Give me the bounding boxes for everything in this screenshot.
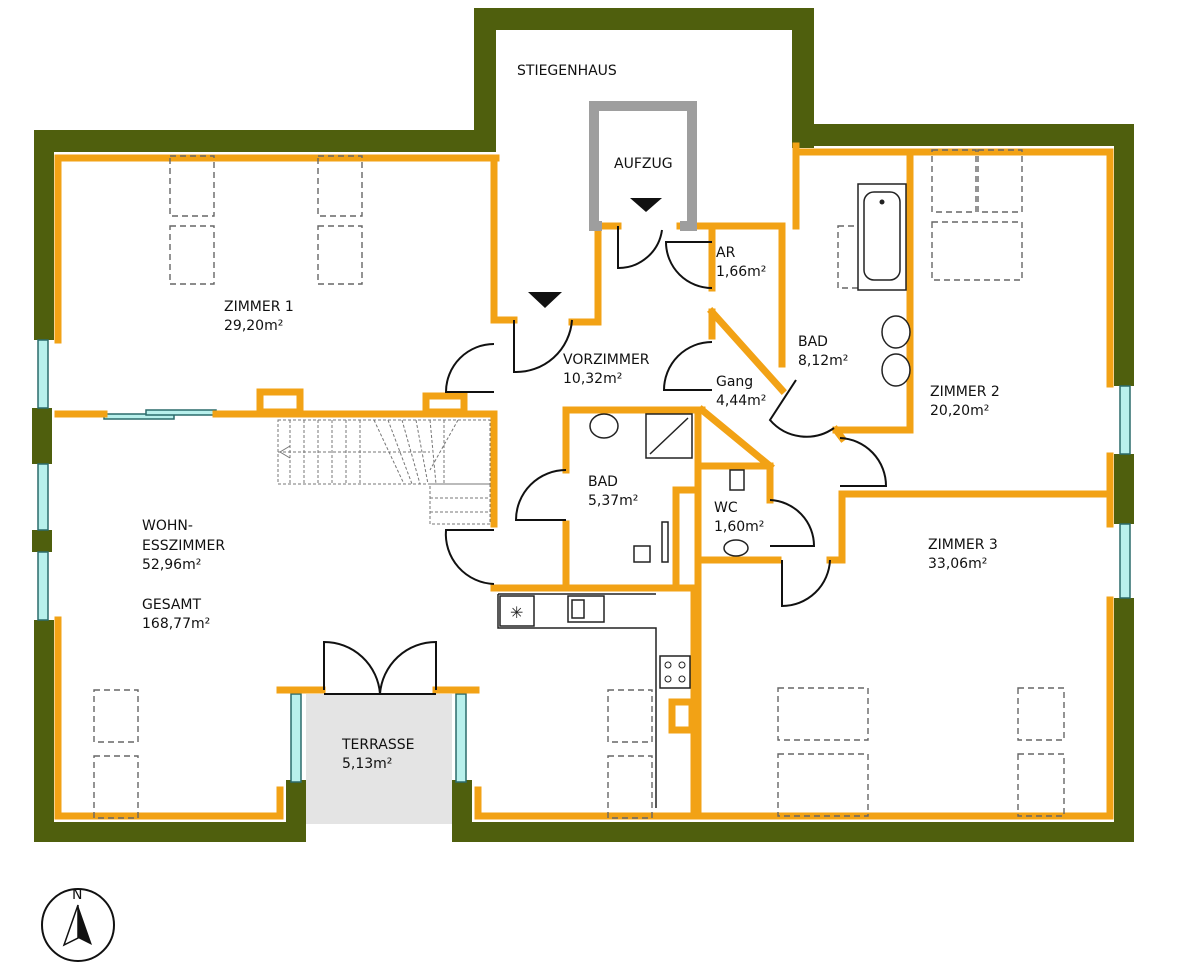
terrace-floor (306, 694, 452, 824)
label-stiegenhaus: STIEGENHAUS (517, 63, 617, 79)
outer-walls (32, 8, 1134, 842)
label-bad-small-area: 5,37m² (588, 493, 638, 509)
label-gang-name: Gang (716, 374, 753, 390)
washbasin-wc (723, 539, 749, 557)
window-left-1 (37, 339, 49, 409)
svg-text:✳: ✳ (510, 603, 523, 622)
label-bad-small-name: BAD (588, 474, 618, 490)
furniture (93, 149, 1065, 819)
label-aufzug: AUFZUG (614, 156, 673, 172)
label-wc-name: WC (714, 500, 738, 516)
staircase (277, 419, 491, 525)
compass-north-label: N (72, 887, 82, 903)
elevator-shaft (589, 101, 697, 231)
fixtures: ✳ (497, 183, 911, 808)
room-labels: STIEGENHAUS AUFZUG AR 1,66m² ZIMMER 1 29… (142, 63, 1000, 772)
label-zimmer2-name: ZIMMER 2 (930, 384, 1000, 400)
stove (659, 655, 691, 689)
fridge (499, 595, 535, 627)
north-arrow-icon: N (41, 887, 115, 962)
label-zimmer1-area: 29,20m² (224, 318, 283, 334)
window-sliding-2 (145, 409, 217, 416)
doors (323, 226, 888, 695)
label-gesamt-name: GESAMT (142, 597, 201, 613)
window-left-2 (37, 463, 49, 531)
label-zimmer1-name: ZIMMER 1 (224, 299, 294, 315)
label-zimmer2-area: 20,20m² (930, 403, 989, 419)
label-ar-area: 1,66m² (716, 264, 766, 280)
label-terrasse-area: 5,13m² (342, 756, 392, 772)
label-gesamt-area: 168,77m² (142, 616, 210, 632)
label-zimmer3-area: 33,06m² (928, 556, 987, 572)
label-wohn-line2: ESSZIMMER (142, 538, 225, 554)
washbasin-2 (881, 353, 911, 387)
label-vorzimmer-name: VORZIMMER (563, 352, 650, 368)
elevator-arrow-icon (630, 198, 662, 212)
label-gang-area: 4,44m² (716, 393, 766, 409)
label-wc-area: 1,60m² (714, 519, 764, 535)
inner-walls (54, 142, 1114, 820)
label-wohn-area: 52,96m² (142, 557, 201, 573)
toilet-wc (729, 469, 745, 491)
label-ar-name: AR (716, 245, 736, 261)
window-terrace-left (290, 693, 302, 783)
label-terrasse-name: TERRASSE (341, 737, 414, 753)
label-wohn-line1: WOHN- (142, 518, 193, 534)
window-terrace-right (455, 693, 467, 783)
washbasin-small (589, 413, 619, 439)
washbasin-1 (881, 315, 911, 349)
label-bad-large-name: BAD (798, 334, 828, 350)
window-left-3 (37, 551, 49, 621)
label-vorzimmer-area: 10,32m² (563, 371, 622, 387)
entry-arrow-icon (528, 292, 562, 308)
label-bad-large-area: 8,12m² (798, 353, 848, 369)
window-right-1 (1119, 385, 1131, 455)
toilet-bad (633, 545, 651, 563)
window-right-2 (1119, 523, 1131, 599)
label-zimmer3-name: ZIMMER 3 (928, 537, 998, 553)
